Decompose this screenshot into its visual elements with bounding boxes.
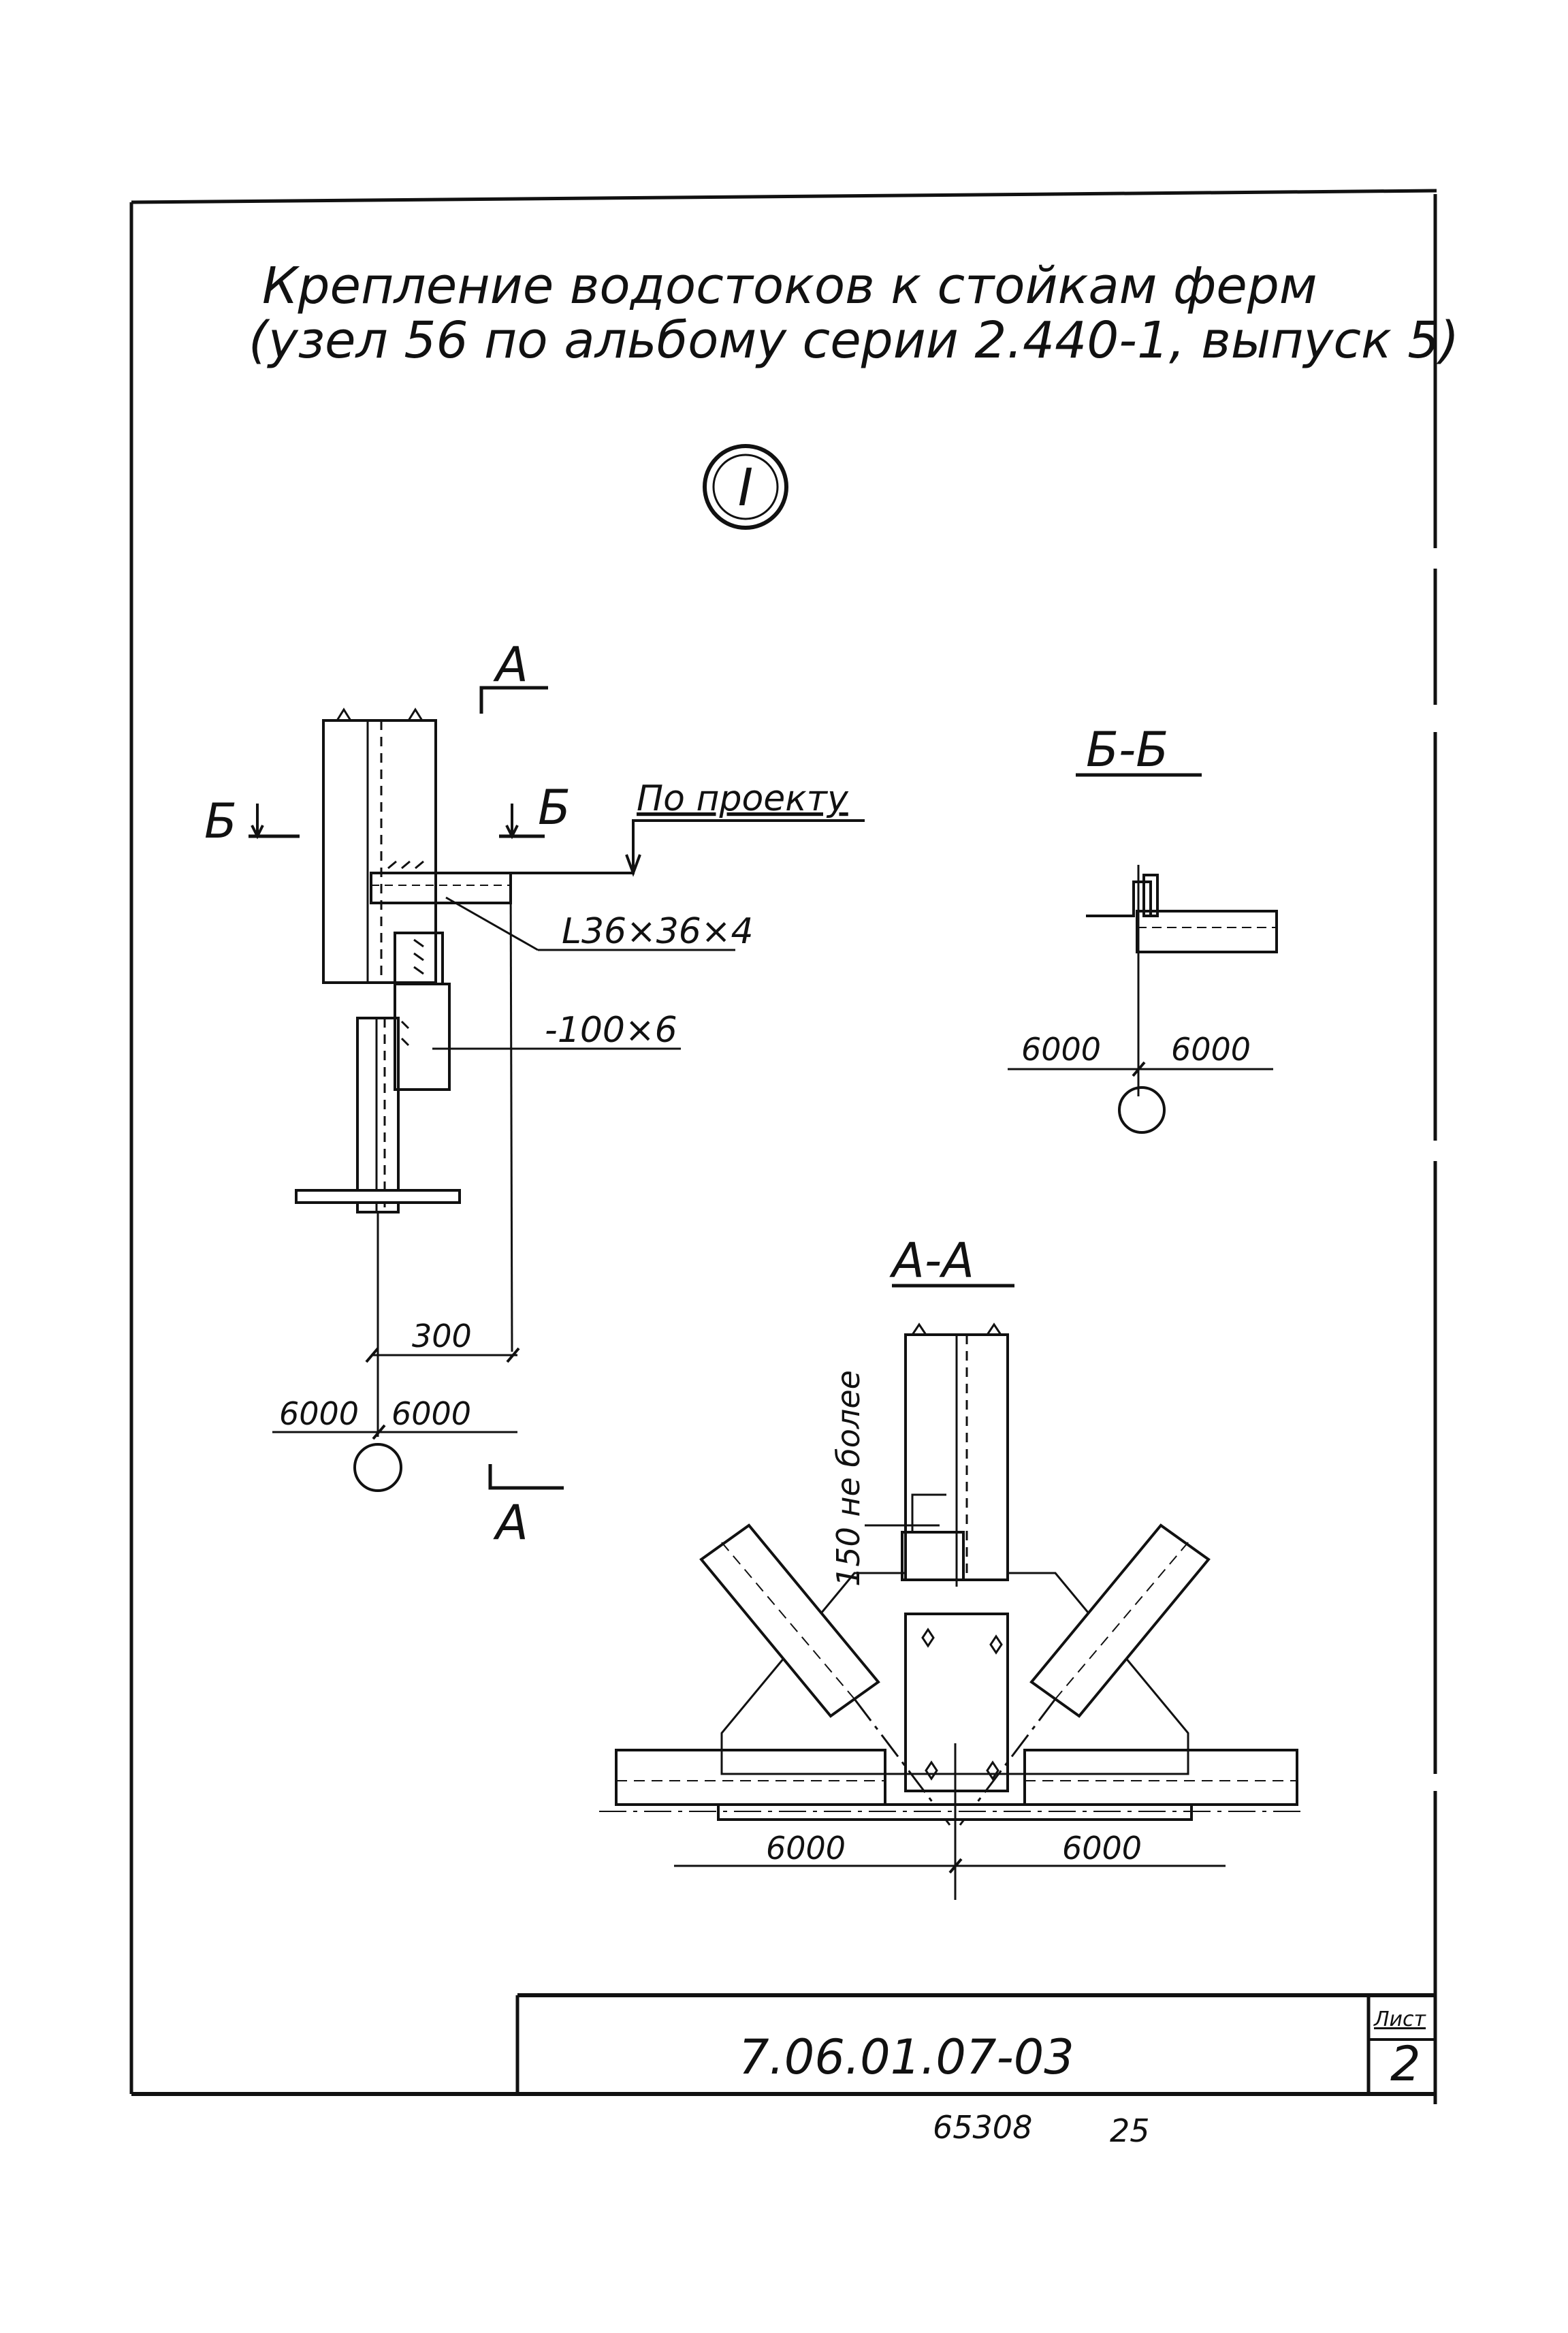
sheet-frame (129, 189, 1437, 2104)
cut-a-bottom-label: А (493, 1495, 528, 1551)
section-aa (599, 1284, 1307, 1900)
section-aa-dim-left: 6000 (766, 1830, 846, 1867)
page-number: 25 (1110, 2112, 1150, 2149)
node-marker-label: I (738, 457, 753, 518)
section-bb-title: Б-Б (1086, 722, 1168, 778)
section-b-left-label: Б (204, 793, 237, 849)
title-line-2: (узел 56 по альбому серии 2.440-1, выпус… (249, 311, 1459, 370)
callout-angle: L36×36×4 (562, 911, 754, 952)
title-line-1: Крепление водостоков к стойкам ферм (262, 257, 1317, 315)
section-aa-dim-right: 6000 (1062, 1830, 1142, 1867)
section-aa-title: А-А (889, 1233, 974, 1288)
main-dim-left: 6000 (279, 1395, 359, 1432)
cut-a-top-label: А (493, 637, 528, 693)
sheet-header-label: Лист (1373, 2007, 1427, 2031)
node-marker: I (703, 444, 788, 530)
doc-code: 7.06.01.07-03 (739, 2029, 1074, 2085)
section-bb (1008, 773, 1278, 1134)
callout-plate: -100×6 (545, 1010, 677, 1051)
main-view (249, 686, 865, 1492)
section-b-right-label: Б (538, 780, 571, 836)
section-bb-dim-right: 6000 (1171, 1031, 1251, 1068)
dim-300: 300 (412, 1318, 472, 1354)
section-aa-vertical-note: 150 не более (830, 1370, 867, 1587)
callout-by-project: По проекту (637, 778, 849, 819)
sheet-number: 2 (1390, 2036, 1421, 2092)
archive-number: 65308 (933, 2109, 1032, 2146)
main-dim-right: 6000 (391, 1395, 471, 1432)
section-bb-dim-left: 6000 (1021, 1031, 1101, 1068)
title-block (515, 1993, 1435, 2094)
